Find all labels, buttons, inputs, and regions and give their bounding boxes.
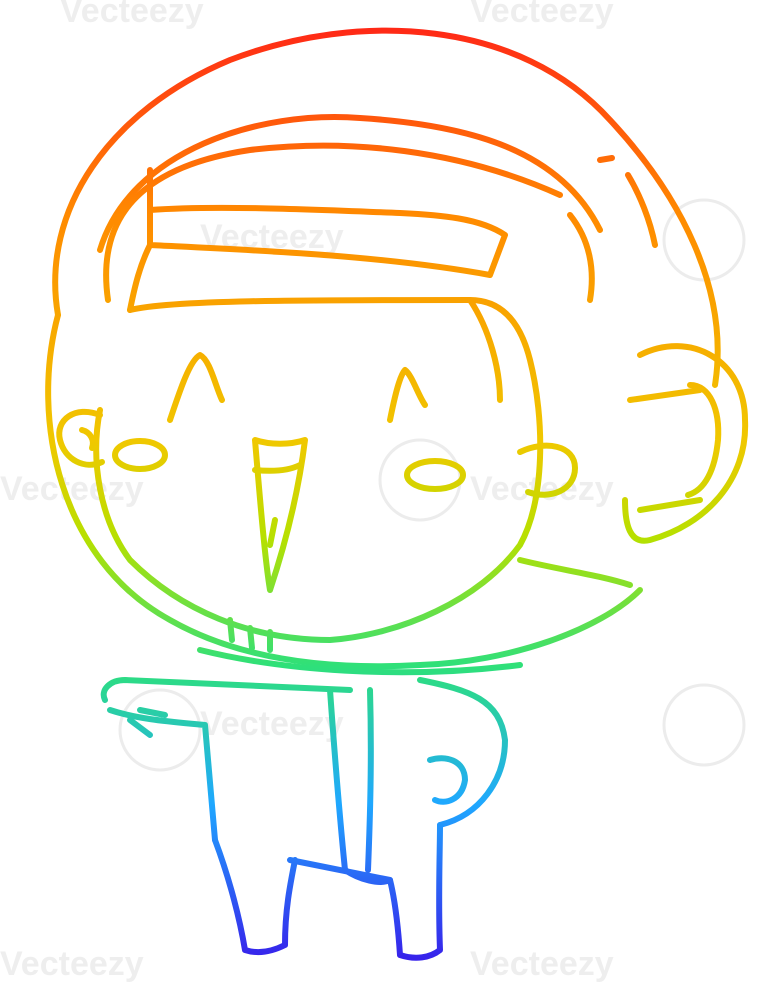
- left-leg: [212, 837, 298, 956]
- watermark-text: Vecteezy: [200, 705, 344, 743]
- left-eyebrow: [167, 352, 225, 423]
- helmet-earpiece: [622, 343, 749, 544]
- watermark-text: Vecteezy: [60, 0, 204, 30]
- pointing-arm: [100, 677, 353, 703]
- right-ear: [517, 442, 578, 498]
- collar: [197, 647, 523, 676]
- watermark-text: Vecteezy: [470, 470, 614, 508]
- watermark-text: Vecteezy: [470, 0, 614, 30]
- watermark-text: Vecteezy: [0, 945, 144, 983]
- watermark-text: Vecteezy: [470, 945, 614, 983]
- watermark-text: Vecteezy: [0, 470, 144, 508]
- hand-on-hip: [427, 755, 468, 805]
- vecteezy-v-logo-icon: [118, 198, 746, 772]
- left-eye: [112, 438, 168, 472]
- right-eyebrow: [387, 367, 428, 423]
- torso: [327, 687, 348, 873]
- right-leg: [342, 822, 443, 961]
- left-ear: [56, 408, 105, 468]
- face-outline: [93, 297, 544, 643]
- helmet-outline: [52, 27, 721, 388]
- hair: [147, 167, 508, 278]
- mouth: [252, 437, 308, 593]
- right-eye: [404, 458, 466, 492]
